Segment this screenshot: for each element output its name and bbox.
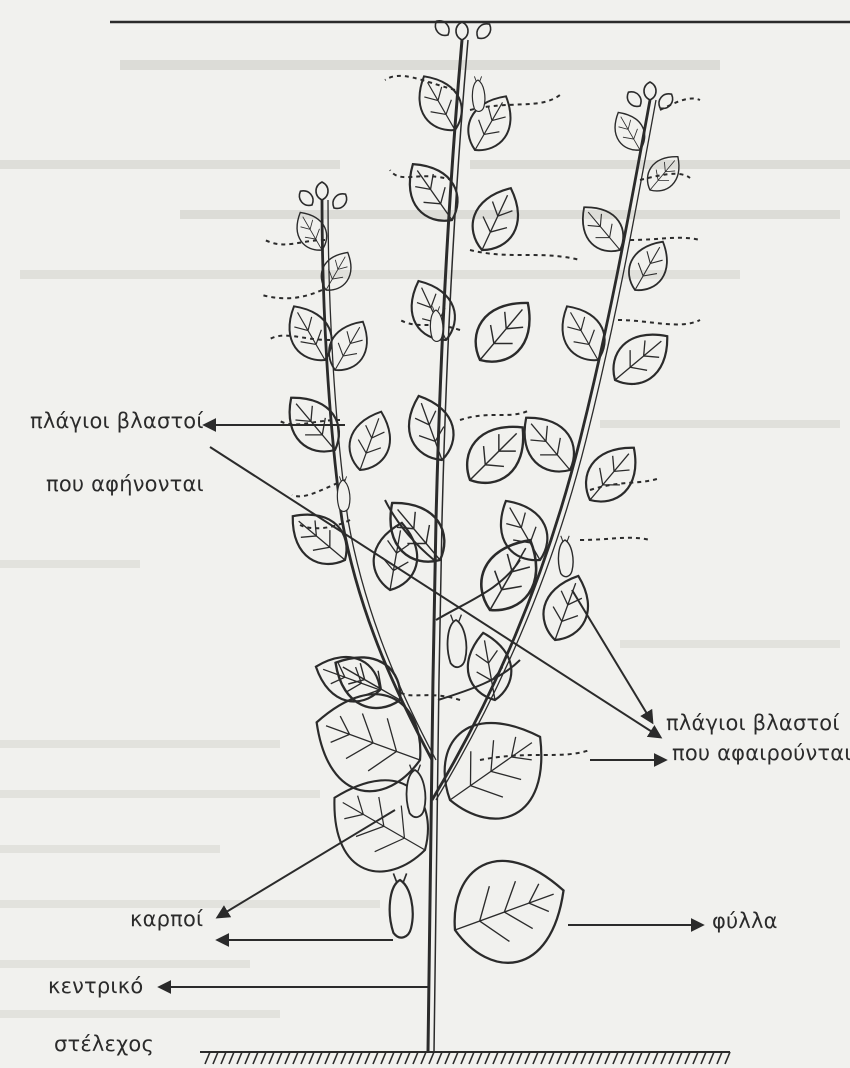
right-side-shoot [432,100,656,800]
label-central-stem-line2: στέλεχος [54,1033,154,1056]
arrow-removed-b [572,590,652,722]
right-leaves [487,106,688,648]
label-side-shoots-kept-line2: που αφήνονται [46,473,204,496]
label-side-shoots-kept-line1: πλάγιοι βλαστοί [30,410,204,433]
label-side-shoots-removed-line1: πλάγιοι βλαστοί [666,712,840,735]
central-stem [428,40,468,1052]
label-side-shoots-removed-line2: που αφαιρούνται [672,742,850,765]
buds [296,17,676,212]
label-fruits: καρποί [130,908,203,931]
left-leaves [275,206,423,711]
lower-leaves [300,642,581,978]
label-leaves: φύλλα [712,910,778,933]
ground-line: (function(){ var g = document.currentScr… [200,1052,730,1064]
label-central-stem-line1: κεντρικό [48,975,143,998]
bleed-through-text [0,60,850,1018]
arrow-removed-a [210,447,660,737]
